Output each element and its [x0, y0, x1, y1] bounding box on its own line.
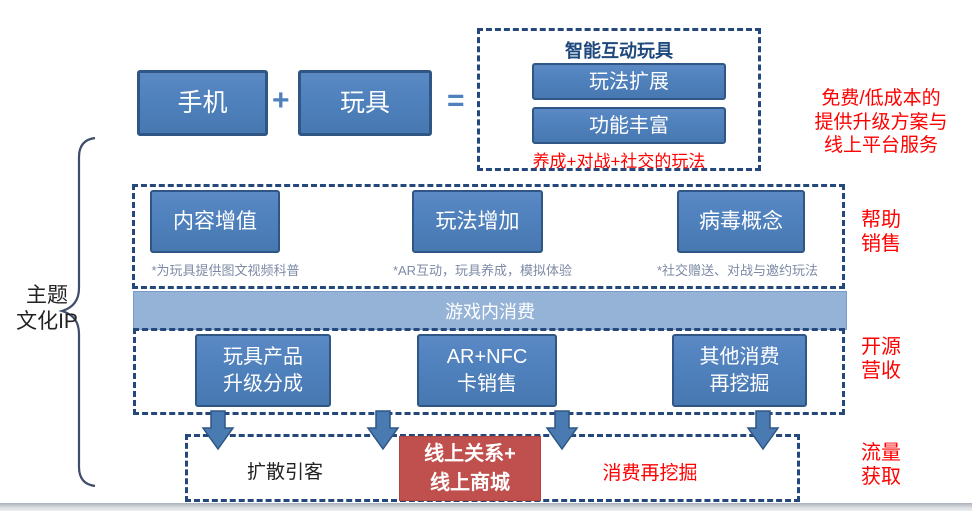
- free-low-cost-note: 免费/低成本的 提供升级方案与 线上平台服务: [798, 87, 964, 158]
- gameplay-increase-caption: *AR互动，玩具养成，模拟体验: [392, 263, 573, 278]
- help-sales-side-label-line1: 帮助: [861, 209, 901, 231]
- feature-rich-label: 功能丰富: [589, 114, 669, 137]
- revenue-group: [133, 328, 845, 415]
- smart-toy-group: [477, 28, 761, 171]
- feature-rich-box: 功能丰富: [532, 107, 726, 144]
- bottom-divider: [0, 503, 972, 511]
- smart-toy-group-note: 养成+对战+社交的玩法: [532, 152, 706, 171]
- down-arrow-2: [366, 410, 400, 451]
- left-brace: [58, 136, 96, 488]
- gameplay-increase-label: 玩法增加: [435, 209, 520, 233]
- toy-box: 玩具: [298, 70, 432, 136]
- revenue-side-label: 开源 营收: [861, 335, 901, 383]
- ar-nfc-card-box: AR+NFC 卡销售: [417, 334, 557, 407]
- gameplay-increase-box: 玩法增加: [412, 190, 543, 253]
- toy-upgrade-share-line1: 玩具产品: [223, 345, 303, 368]
- other-consumption-line2: 再挖掘: [709, 372, 770, 395]
- gameplay-expand-label: 玩法扩展: [589, 70, 669, 93]
- other-consumption-line1: 其他消费: [699, 345, 780, 368]
- expand-attract-label: 扩散引客: [246, 462, 323, 483]
- help-sales-side-label: 帮助 销售: [861, 208, 901, 256]
- ar-nfc-card-line2: 卡销售: [457, 372, 517, 395]
- down-arrow-3: [545, 410, 579, 451]
- viral-concept-box: 病毒概念: [677, 190, 805, 253]
- in-game-consumption-bar: 游戏内消费: [133, 291, 847, 330]
- plus-sign: +: [272, 84, 290, 117]
- online-relation-line2: 线上商城: [430, 471, 510, 494]
- traffic-side-label-line1: 流量: [861, 442, 901, 464]
- content-value-box: 内容增值: [150, 190, 280, 253]
- online-relation-mall-box: 线上关系+ 线上商城: [399, 436, 541, 501]
- toy-upgrade-share-box: 玩具产品 升级分成: [195, 334, 331, 407]
- online-relation-line1: 线上关系+: [424, 442, 516, 465]
- viral-concept-caption: *社交赠送、对战与邀约玩法: [656, 263, 819, 278]
- phone-box: 手机: [137, 70, 268, 136]
- smart-toy-group-title: 智能互动玩具: [565, 41, 673, 61]
- free-low-cost-note-line1: 免费/低成本的: [821, 88, 941, 109]
- left-label-line2: 文化IP: [16, 310, 78, 333]
- revenue-side-label-line1: 开源: [861, 336, 901, 358]
- help-sales-side-label-line2: 销售: [861, 233, 901, 255]
- gameplay-expand-box: 玩法扩展: [532, 63, 726, 100]
- consumption-remine-note: 消费再挖掘: [602, 463, 698, 484]
- toy-box-label: 玩具: [339, 89, 390, 117]
- free-low-cost-note-line2: 提供升级方案与: [814, 111, 948, 133]
- left-label-line1: 主题: [26, 284, 68, 307]
- content-value-label: 内容增值: [173, 209, 257, 233]
- down-arrow-4: [746, 410, 780, 451]
- phone-box-label: 手机: [177, 89, 228, 117]
- down-arrow-1: [201, 410, 235, 451]
- other-consumption-box: 其他消费 再挖掘: [672, 334, 807, 407]
- help-sales-group: [132, 184, 845, 289]
- in-game-consumption-label: 游戏内消费: [445, 301, 535, 322]
- viral-concept-label: 病毒概念: [699, 209, 783, 233]
- traffic-side-label-line2: 获取: [861, 466, 901, 488]
- revenue-side-label-line2: 营收: [861, 360, 901, 382]
- ar-nfc-card-line1: AR+NFC: [446, 345, 528, 368]
- left-label-theme-ip: 主题 文化IP: [4, 283, 90, 335]
- toy-upgrade-share-line2: 升级分成: [223, 372, 303, 395]
- free-low-cost-note-line3: 线上平台服务: [823, 135, 938, 156]
- content-value-caption: *为玩具提供图文视频科普: [151, 263, 300, 278]
- traffic-side-label: 流量 获取: [861, 441, 901, 489]
- equals-sign: =: [447, 84, 465, 117]
